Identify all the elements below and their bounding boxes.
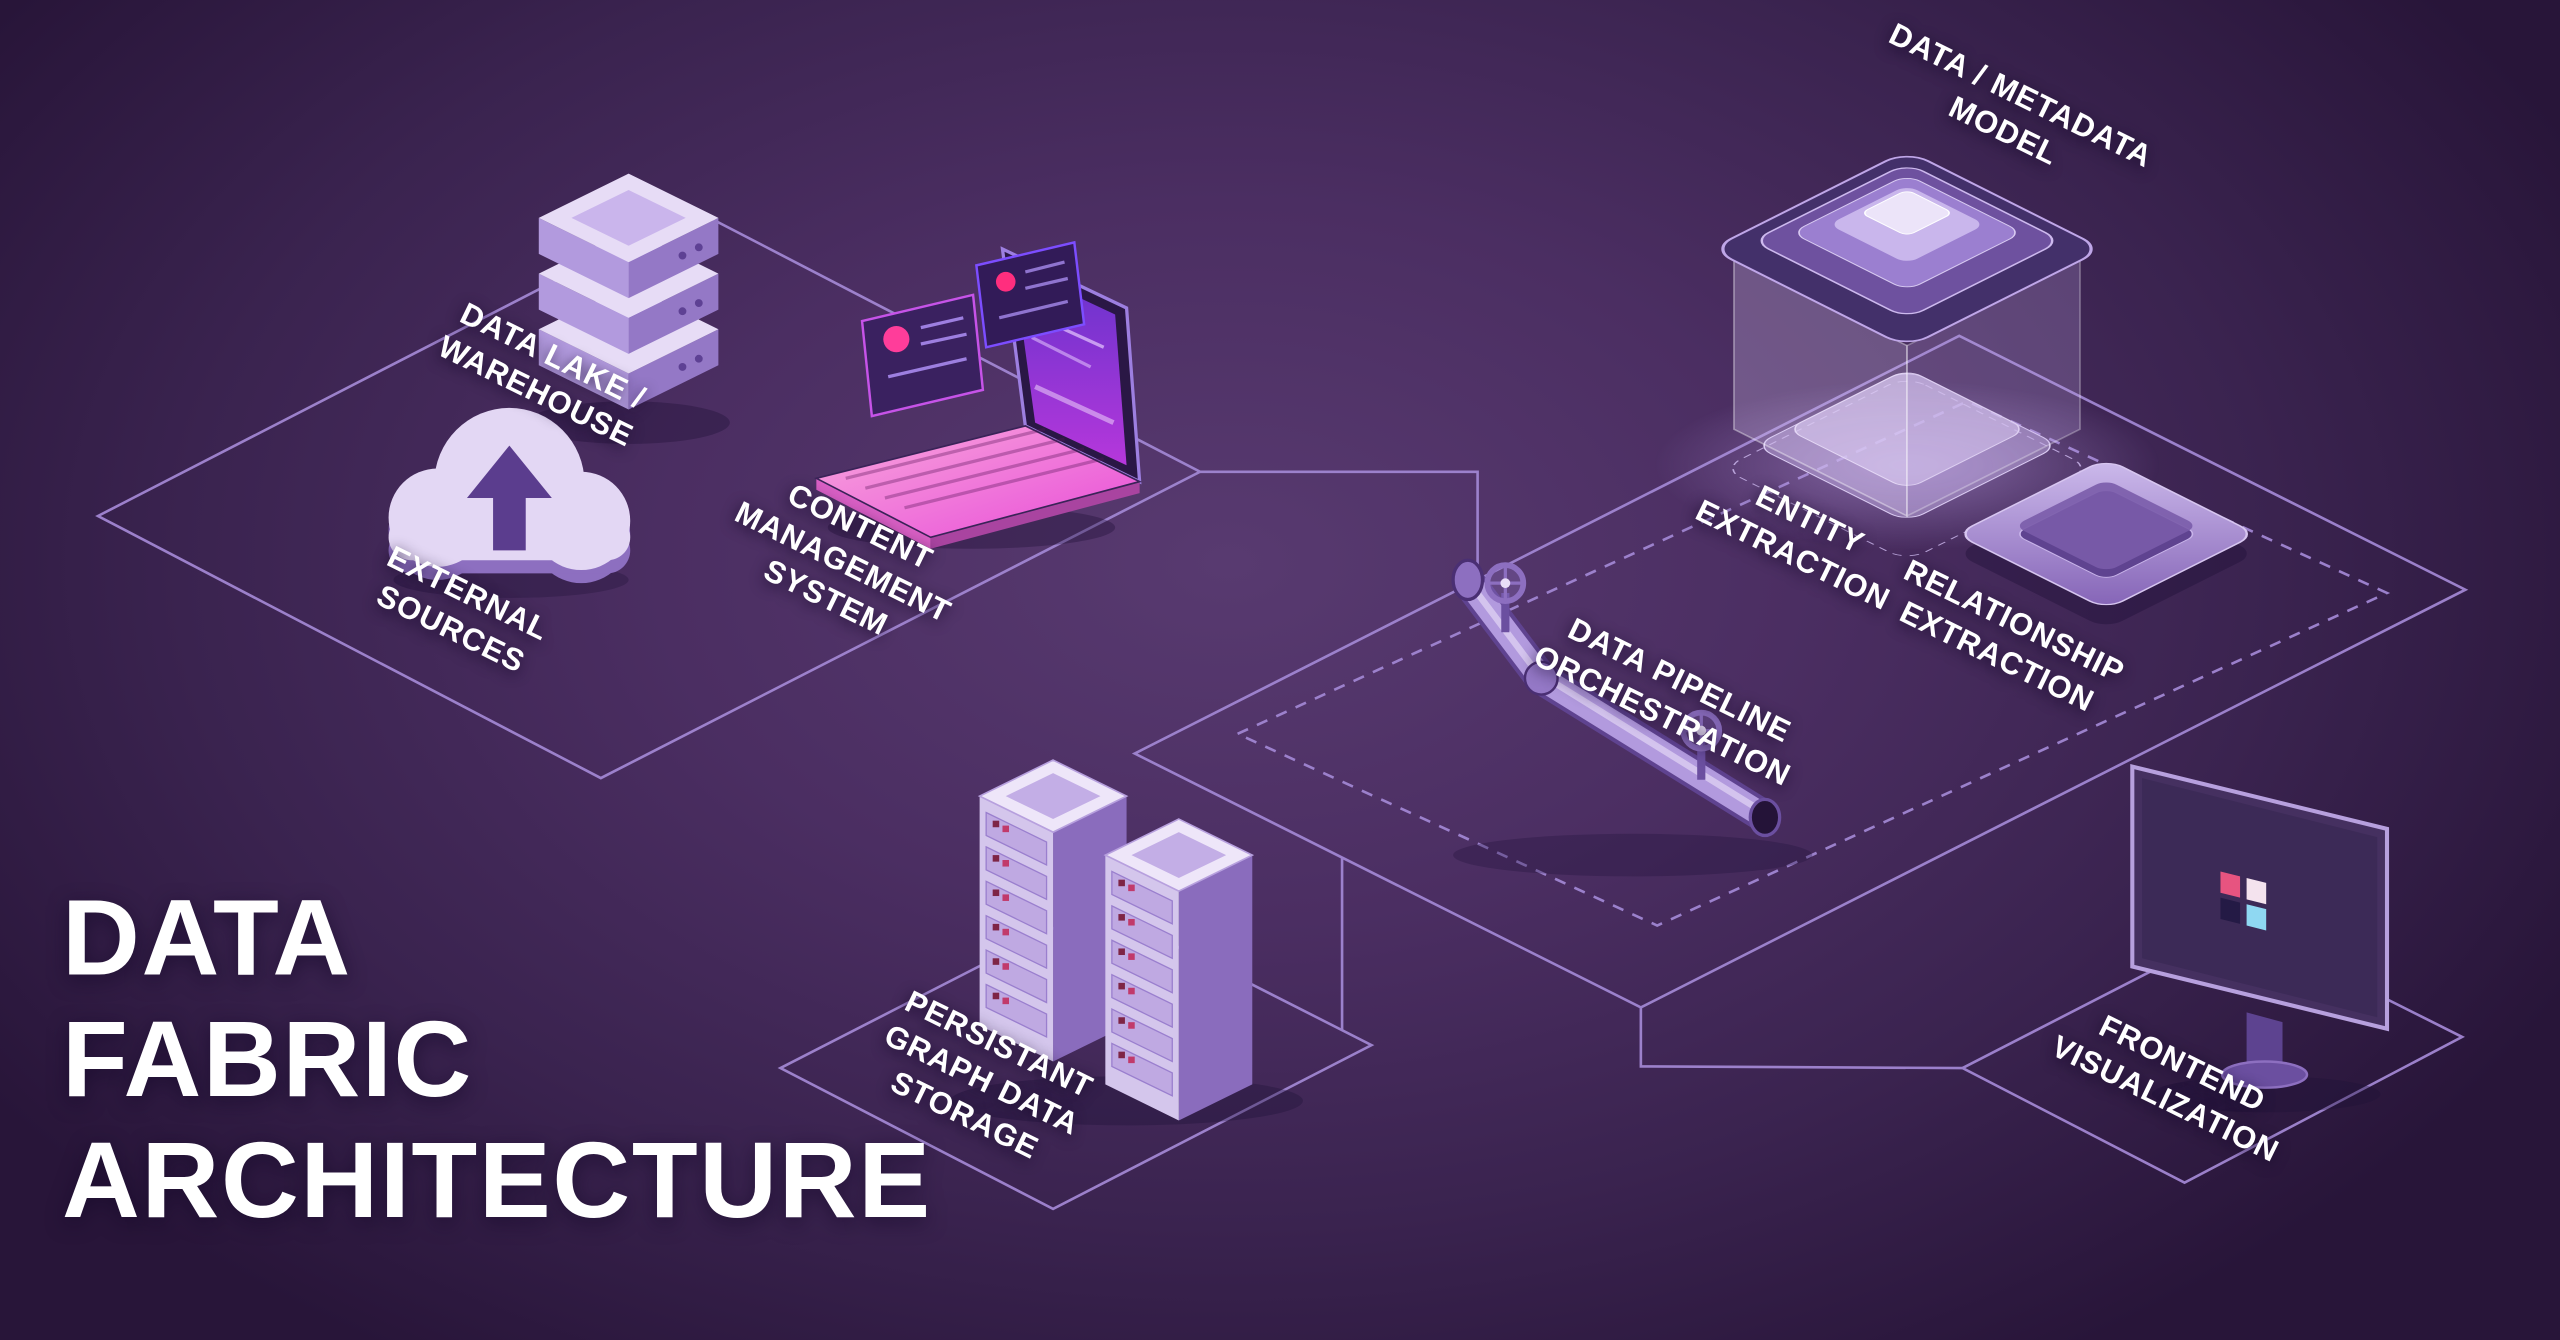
cloud-upload-icon — [388, 407, 631, 598]
monitor-icon — [2130, 764, 2390, 1113]
rack-cabinet — [977, 759, 1129, 1062]
app-tiles-icon — [2220, 871, 2267, 931]
rack-cabinet — [1103, 818, 1255, 1121]
pipeline-valve-icon — [1451, 558, 1813, 877]
server-rack-icon — [950, 759, 1303, 1126]
connector-sources-processing — [1200, 470, 1479, 580]
valve-icon — [1680, 709, 1723, 780]
connector-processing-frontend — [1639, 1007, 1963, 1070]
database-stack-icon — [527, 173, 730, 444]
ui-card-icon — [860, 293, 985, 418]
extraction-plate-icon — [1964, 462, 2249, 625]
valve-icon — [1484, 562, 1527, 633]
laptop-cms-icon — [814, 240, 1142, 549]
page-title: DATA FABRIC ARCHITECTURE — [62, 876, 932, 1240]
ui-card-icon — [975, 240, 1086, 349]
platform-frontend — [1959, 924, 2465, 1185]
